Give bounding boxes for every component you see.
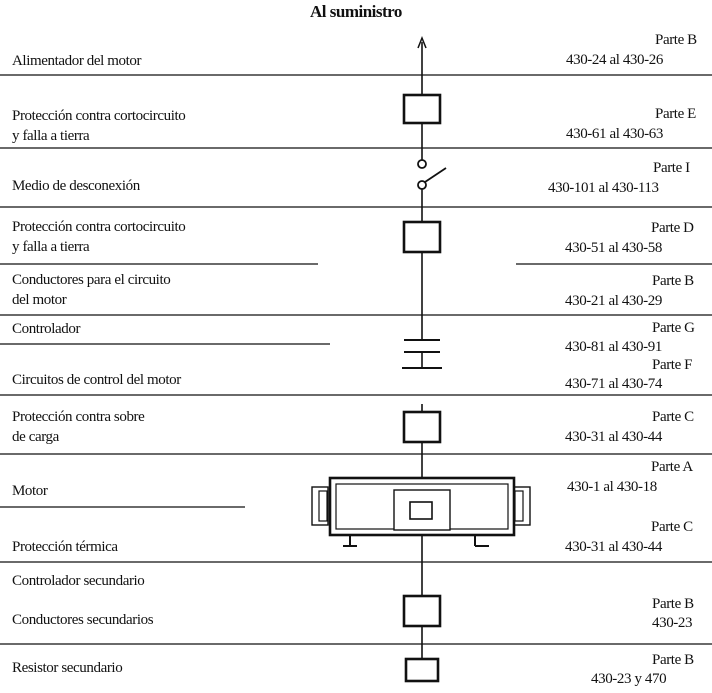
label-proteccion-cortocircuito: Protección contra cortocircuito [12, 219, 186, 235]
label-conductores: Conductores para el circuito [12, 272, 171, 288]
label-falla-tierra: y falla a tierra [12, 128, 90, 144]
ref-range: 430-71 al 430-74 [565, 376, 662, 392]
ref-range: 430-23 y 470 [591, 671, 667, 687]
ref-range: 430-1 al 430-18 [567, 479, 657, 495]
label-alimentador: Alimentador del motor [12, 53, 142, 69]
label-de-carga: de carga [12, 429, 59, 445]
label-medio-desconexion: Medio de desconexión [12, 178, 140, 194]
ref-range: 430-24 al 430-26 [566, 52, 663, 68]
ref-range: 430-81 al 430-91 [565, 339, 662, 355]
disconnect-switch-icon [417, 159, 447, 190]
motor-icon [311, 476, 531, 547]
ref-parte: Parte B [652, 273, 694, 289]
controller-contacts-icon [402, 339, 442, 369]
secondary-controller-box [402, 594, 442, 628]
ref-range: 430-31 al 430-44 [565, 539, 662, 555]
label-proteccion-termica: Protección térmica [12, 539, 118, 555]
ref-range: 430-23 [652, 615, 693, 631]
ref-parte: Parte F [652, 357, 693, 373]
ref-parte: Parte G [652, 320, 695, 336]
label-controlador-secundario: Controlador secundario [12, 573, 145, 589]
ref-range: 430-31 al 430-44 [565, 429, 662, 445]
ref-parte: Parte E [655, 106, 696, 122]
ref-parte: Parte B [652, 596, 694, 612]
label-del-motor: del motor [12, 292, 67, 308]
supply-arrow-icon [417, 35, 427, 49]
label-proteccion-sobrecarga: Protección contra sobre [12, 409, 145, 425]
label-circuitos-control: Circuitos de control del motor [12, 372, 181, 388]
ref-parte: Parte D [651, 220, 694, 236]
overload-protection-box [402, 410, 442, 444]
ref-parte: Parte C [652, 409, 694, 425]
label-resistor-secundario: Resistor secundario [12, 660, 123, 676]
diagram-title: Al suministro [310, 2, 402, 21]
ref-parte: Parte B [652, 652, 694, 668]
ref-range: 430-61 al 430-63 [566, 126, 663, 142]
ref-parte: Parte C [651, 519, 693, 535]
label-motor: Motor [12, 483, 48, 499]
ref-range: 430-101 al 430-113 [548, 180, 659, 196]
label-conductores-secundarios: Conductores secundarios [12, 612, 154, 628]
ref-range: 430-21 al 430-29 [565, 293, 662, 309]
ref-parte: Parte B [655, 32, 697, 48]
secondary-resistor-box [404, 657, 440, 683]
ref-parte: Parte I [653, 160, 690, 176]
label-proteccion-cortocircuito: Protección contra cortocircuito [12, 108, 186, 124]
short-circuit-protection-box [402, 93, 442, 125]
label-controlador: Controlador [12, 321, 81, 337]
ref-parte: Parte A [651, 459, 693, 475]
short-circuit-protection-box [402, 220, 442, 254]
label-falla-tierra: y falla a tierra [12, 239, 90, 255]
ref-range: 430-51 al 430-58 [565, 240, 662, 256]
